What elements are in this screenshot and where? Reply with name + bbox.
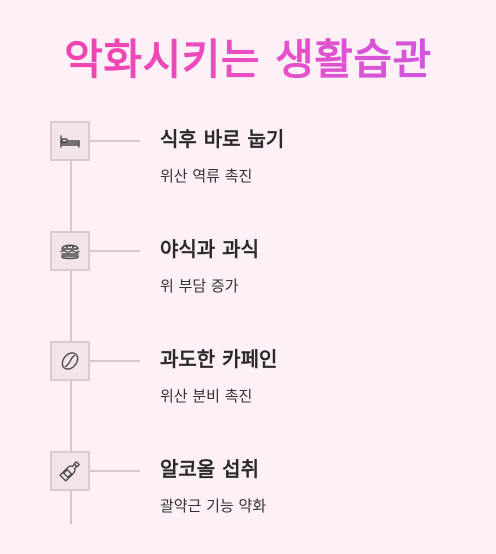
connector-line [90, 250, 140, 252]
connector-line [90, 140, 140, 142]
connector-line [90, 470, 140, 472]
burger-icon [50, 231, 90, 271]
item-title: 야식과 과식 [160, 237, 259, 261]
bottle-icon [50, 451, 90, 491]
item-description: 위산 역류 촉진 [160, 167, 253, 185]
item-description: 위산 분비 촉진 [160, 387, 253, 405]
item-title: 식후 바로 눕기 [160, 127, 285, 151]
item-description: 위 부담 증가 [160, 277, 239, 295]
list-item: 과도한 카페인 위산 분비 촉진 [0, 341, 496, 441]
item-title: 알코올 섭취 [160, 457, 259, 481]
list-item: 야식과 과식 위 부담 증가 [0, 231, 496, 331]
list-item: 식후 바로 눕기 위산 역류 촉진 [0, 121, 496, 221]
item-description: 괄약근 기능 약화 [160, 497, 267, 515]
connector-line [90, 360, 140, 362]
item-title: 과도한 카페인 [160, 347, 278, 371]
coffee-bean-icon [50, 341, 90, 381]
bed-icon [50, 121, 90, 161]
page-title: 악화시키는 생활습관 [0, 30, 496, 90]
list-item: 알코올 섭취 괄약근 기능 약화 [0, 451, 496, 551]
